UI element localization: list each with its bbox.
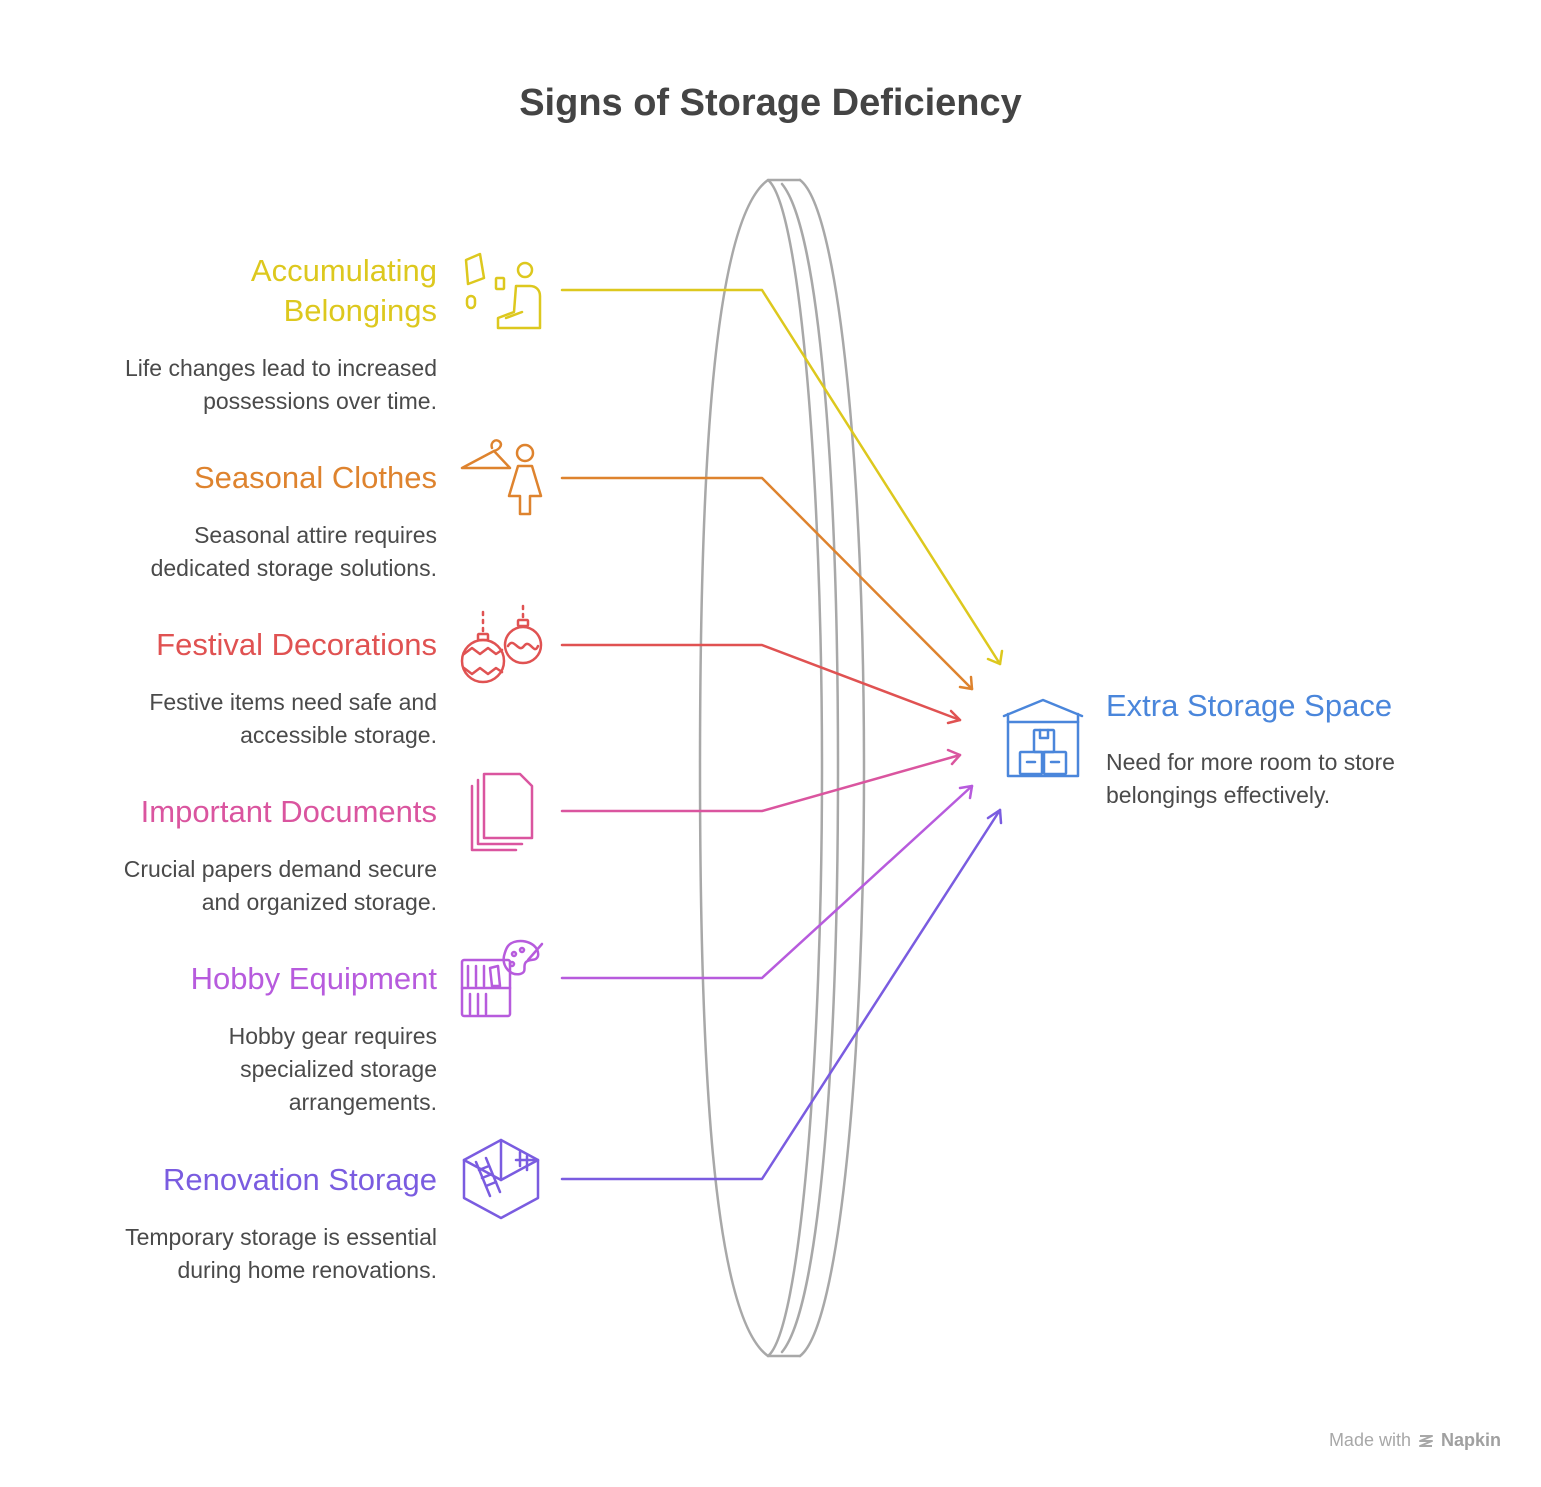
item-desc-hobby-equipment: Hobby gear requires specialized storage … xyxy=(228,1023,437,1115)
item-desc-renovation-storage: Temporary storage is essential during ho… xyxy=(125,1224,437,1283)
made-with-label: Made with xyxy=(1328,1430,1411,1450)
connector-accumulating xyxy=(560,288,1004,666)
item-title-renovation-storage: Renovation Storage xyxy=(162,1162,437,1197)
item-desc-important-documents: Crucial papers demand secure and organiz… xyxy=(123,856,437,915)
warehouse-boxes-icon xyxy=(1002,698,1084,778)
item-title-festival-decorations: Festival Decorations xyxy=(156,627,437,662)
item-desc-festival-decorations: Festive items need safe and accessible s… xyxy=(149,689,437,748)
connector-seasonal-clothes xyxy=(560,476,974,691)
ornament-icon xyxy=(460,604,543,684)
clothes-hanger-icon xyxy=(460,439,543,516)
renovation-ladder-icon xyxy=(462,1138,540,1220)
lens-shape xyxy=(698,178,866,1358)
documents-icon xyxy=(470,772,534,852)
item-title-hobby-equipment: Hobby Equipment xyxy=(190,961,437,996)
item-title-important-documents: Important Documents xyxy=(140,794,437,829)
page-title: Signs of Storage Deficiency xyxy=(519,82,1022,124)
item-desc-seasonal-clothes: Seasonal attire requires dedicated stora… xyxy=(150,522,437,581)
footer-attribution: Made with Napkin xyxy=(1329,1430,1501,1451)
target-desc: Need for more room to store belongings e… xyxy=(1106,749,1395,808)
item-title-seasonal-clothes: Seasonal Clothes xyxy=(194,460,437,495)
belongings-icon xyxy=(464,252,542,330)
connector-important-documents xyxy=(560,748,962,813)
napkin-logo-icon xyxy=(1418,1434,1433,1447)
napkin-brand: Napkin xyxy=(1440,1430,1501,1450)
connector-renovation-storage xyxy=(560,808,1003,1181)
item-title-accumulating: Accumulating Belongings xyxy=(250,253,437,328)
connector-hobby-equipment xyxy=(560,784,974,980)
item-desc-accumulating: Life changes lead to increased possessio… xyxy=(125,355,437,414)
target-title: Extra Storage Space xyxy=(1106,688,1393,723)
hobby-palette-icon xyxy=(460,939,544,1018)
connector-festival-decorations xyxy=(560,643,962,725)
